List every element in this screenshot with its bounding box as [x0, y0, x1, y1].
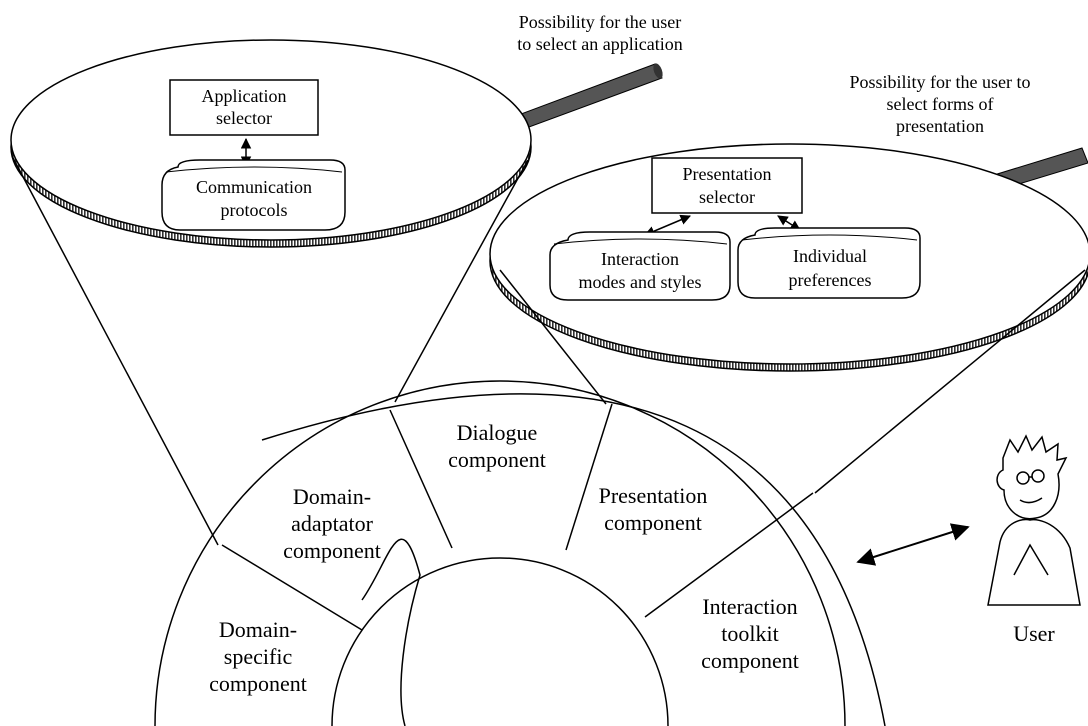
annotation-presentation-line-1: Possibility for the user to — [850, 72, 1031, 92]
annotation-presentation-line-2: select forms of — [887, 94, 994, 114]
annotation-application-line-1: Possibility for the user — [519, 12, 682, 32]
presentation-selector-label-2: selector — [699, 187, 755, 207]
interaction-toolkit-component: Interaction toolkit component — [701, 594, 799, 673]
interaction-modes: Interaction modes and styles — [549, 231, 731, 301]
presentation-selector-box — [651, 157, 803, 214]
outer-arch — [154, 380, 846, 726]
presentation-component: Presentation component — [599, 483, 708, 535]
domain-adaptator-label-2: adaptator — [291, 511, 374, 536]
application-disc — [10, 39, 532, 248]
interaction-toolkit-label-2: toolkit — [721, 621, 778, 646]
annotation-select-presentation: Possibility for the user to select forms… — [850, 72, 1031, 136]
domain-adaptator-label-3: component — [283, 538, 381, 563]
application-selector: Application selector — [169, 79, 319, 136]
individual-preferences: Individual preferences — [737, 227, 921, 299]
application-selector-label-2: selector — [216, 108, 272, 128]
presentation-funnel — [499, 269, 1086, 494]
domain-specific-component: Domain- specific component — [209, 617, 307, 696]
annotation-presentation-line-3: presentation — [896, 116, 984, 136]
dialogue-component: Dialogue component — [448, 420, 546, 472]
application-selector-label-1: Application — [202, 86, 287, 106]
interaction-modes-label-2: modes and styles — [579, 272, 702, 292]
domain-adaptator-component: Domain- adaptator component — [283, 484, 381, 563]
user-figure: User — [987, 434, 1081, 646]
architecture-arch — [154, 380, 886, 726]
presentation-selector-label-1: Presentation — [683, 164, 772, 184]
application-funnel — [11, 155, 529, 546]
user-interaction-arrow — [856, 523, 970, 566]
inner-arch — [331, 557, 669, 726]
domain-specific-label-1: Domain- — [219, 617, 297, 642]
annotation-application-line-2: to select an application — [517, 34, 682, 54]
domain-specific-label-3: component — [209, 671, 307, 696]
dialogue-component-label-1: Dialogue — [457, 420, 538, 445]
divider-adaptator — [221, 544, 363, 631]
offset-arch — [261, 393, 886, 726]
user-label: User — [1013, 621, 1055, 646]
presentation-component-label-2: component — [604, 510, 702, 535]
application-disc-handle — [504, 63, 663, 135]
communication-protocols: Communication protocols — [161, 159, 346, 231]
interaction-modes-label-1: Interaction — [601, 249, 679, 269]
domain-specific-label-2: specific — [224, 644, 293, 669]
preferences-label-2: preferences — [789, 270, 872, 290]
presentation-component-label-1: Presentation — [599, 483, 708, 508]
annotation-select-application: Possibility for the user to select an ap… — [517, 12, 682, 54]
preferences-label-1: Individual — [793, 246, 867, 266]
dialogue-component-label-2: component — [448, 447, 546, 472]
presentation-selector: Presentation selector — [651, 157, 803, 214]
core-curl — [361, 538, 421, 726]
domain-adaptator-label-1: Domain- — [293, 484, 371, 509]
interaction-toolkit-label-3: component — [701, 648, 799, 673]
divider-dialogue-right — [565, 403, 613, 551]
application-selector-box — [169, 79, 319, 136]
divider-dialogue-left — [389, 409, 453, 549]
protocols-label-1: Communication — [196, 177, 312, 197]
user-icon — [987, 434, 1081, 606]
divider-toolkit — [644, 492, 814, 618]
protocols-label-2: protocols — [221, 200, 288, 220]
interaction-toolkit-label-1: Interaction — [702, 594, 797, 619]
